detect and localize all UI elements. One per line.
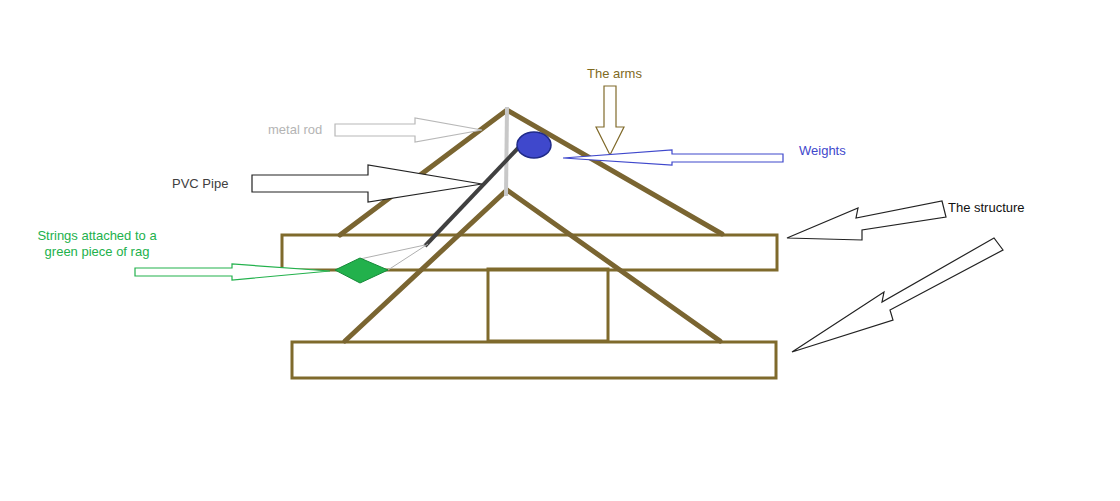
- center-block: [488, 269, 608, 341]
- structure: [282, 235, 777, 378]
- rod-label: metal rod: [268, 122, 322, 138]
- strings-arrow: [135, 264, 330, 280]
- rod-arrow: [335, 118, 482, 142]
- lower-beam: [292, 342, 776, 378]
- green-rag: [335, 258, 388, 283]
- structure-arrow: [792, 238, 1003, 352]
- metal-rod: [506, 107, 507, 196]
- pipe-arrow: [252, 165, 482, 202]
- weights-arrow: [563, 150, 783, 165]
- weight: [517, 132, 551, 158]
- structure-label: The structure: [948, 200, 1025, 216]
- inner-arm: [345, 190, 720, 341]
- pipe-label: PVC Pipe: [172, 176, 228, 192]
- pvc-pipe: [425, 145, 521, 246]
- callout-arrows: [135, 86, 1003, 352]
- strings-label: Strings attached to a green piece of rag: [22, 228, 172, 260]
- structure-arrow: [787, 201, 946, 240]
- arms: [340, 110, 722, 341]
- arms-label: The arms: [587, 66, 642, 82]
- weights-label: Weights: [799, 143, 846, 159]
- arms-arrow: [596, 86, 624, 155]
